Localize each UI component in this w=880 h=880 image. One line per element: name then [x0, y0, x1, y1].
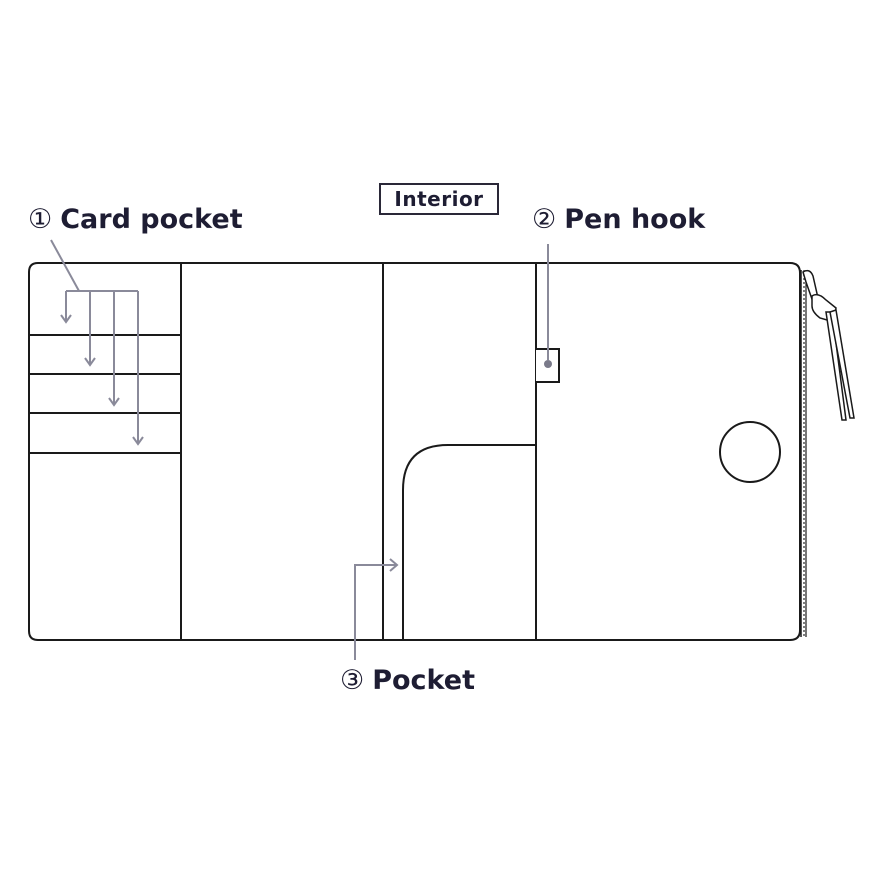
pocket-panel [402, 444, 536, 640]
pocket-callout-arrow [354, 558, 399, 660]
callout-number-1: ① [28, 204, 53, 235]
callout-number-2: ② [532, 204, 557, 235]
callout-label-pocket: Pocket [372, 665, 476, 696]
callout-number-3: ③ [340, 665, 365, 696]
interior-title: Interior [394, 187, 484, 211]
callout-label-pen-hook: Pen hook [564, 204, 706, 235]
callout-label-card-pocket: Card pocket [60, 204, 243, 235]
interior-title-box: Interior [379, 183, 499, 215]
snap-button-icon [719, 421, 781, 483]
card-slots [29, 334, 181, 454]
zipper-pull-icon [802, 269, 855, 421]
card-pocket-callout-arrows [50, 239, 144, 446]
zipper-strip [800, 270, 807, 637]
wallet-outline [28, 262, 801, 641]
